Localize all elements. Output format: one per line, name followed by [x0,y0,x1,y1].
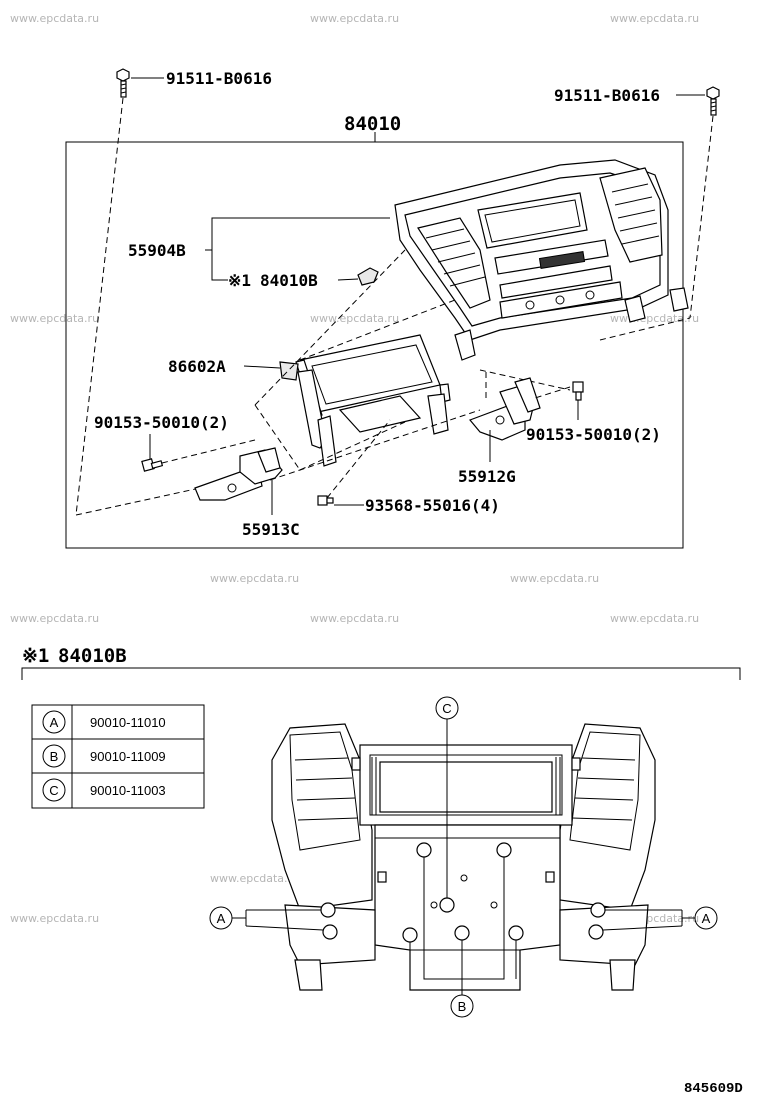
legend-row: B 90010-11009 [42,744,166,768]
assembly-label: 84010 [344,113,401,135]
sub-part-leader [337,278,359,281]
watermark: www.epcdata.ru [10,612,99,625]
callout-a-left-leader [245,925,324,931]
diagram-code: 845609D [684,1081,743,1097]
bracket-clip-icon [279,361,299,381]
subassembly-part: 84010B [58,645,127,667]
legend-table: A 90010-11010 B 90010-11009 C 90010-1100… [31,704,205,809]
watermark: www.epcdata.ru [510,572,599,585]
subassembly-bracket [21,667,741,680]
callout-a-left: A [217,911,226,926]
bezel-bracket [211,217,390,281]
screw-left-label: 90153-50010(2) [94,413,229,432]
watermark: www.epcdata.ru [610,312,699,325]
legend-key: C [49,783,58,798]
bolt-right-path [689,115,714,319]
side-bracket-left-lower [317,415,337,467]
subassembly-rear-view [271,723,656,991]
display-unit [295,334,451,433]
callout-c: C [442,701,451,716]
screw-bottom-path [326,419,391,499]
watermark: www.epcdata.ru [310,612,399,625]
guide-line [299,299,456,361]
watermark: www.epcdata.ru [610,12,699,25]
callout-a-right: A [702,911,711,926]
screw-left-path [161,439,256,464]
guide-line [75,487,201,516]
legend-part: 90010-11003 [90,783,166,798]
screw-right-path [534,386,571,399]
watermark: www.epcdata.ru [10,912,99,925]
watermark: www.epcdata.ru [10,12,99,25]
guide-line [254,249,406,406]
side-bracket-right [427,393,449,435]
bolt-left-path [75,97,124,516]
subassembly-mark: ※1 [22,645,49,667]
guide-line [599,317,691,341]
callout-a-right-leader [602,925,683,931]
legend-row: A 90010-11010 [42,710,166,734]
legend-key: A [50,715,59,730]
legend-row: C 90010-11003 [42,778,166,802]
guide-line [479,369,571,391]
guide-line [269,409,481,481]
center-cluster-panel [394,159,689,361]
watermark: www.epcdata.ru [310,312,399,325]
bolt-left-icon [116,68,130,98]
bracket-left-label: 55913C [242,520,300,539]
clip-icon [357,267,379,286]
legend-part: 90010-11009 [90,749,166,764]
watermark: www.epcdata.ru [10,312,99,325]
legend-key: B [50,749,59,764]
guide-line [254,404,301,471]
watermark: www.epcdata.ru [310,12,399,25]
display-bracket-leader [243,365,281,369]
screw-right-icon [572,381,584,401]
bolt-left-label: 91511-B0616 [166,69,272,88]
display-bracket-label: 86602A [168,357,226,376]
bracket-55912g [468,377,541,441]
bracket-55913c [194,447,283,501]
bolt-right-icon [706,86,720,116]
watermark: www.epcdata.ru [210,872,299,885]
screw-bottom-icon [317,495,334,506]
watermark: www.epcdata.ru [210,572,299,585]
legend-part: 90010-11010 [90,715,166,730]
callout-b: B [458,999,467,1014]
callout-b-leader [423,857,505,980]
screw-bottom-label: 93568-55016(4) [365,496,500,515]
sub-mark: ※1 [228,271,251,290]
sub-part-label: 84010B [260,271,318,290]
bezel-label: 55904B [128,241,186,260]
watermark: www.epcdata.ru [610,612,699,625]
bracket-right-label: 55912G [458,467,516,486]
bolt-right-label: 91511-B0616 [554,86,660,105]
screw-left-icon [141,458,164,472]
screw-right-label: 90153-50010(2) [526,425,661,444]
